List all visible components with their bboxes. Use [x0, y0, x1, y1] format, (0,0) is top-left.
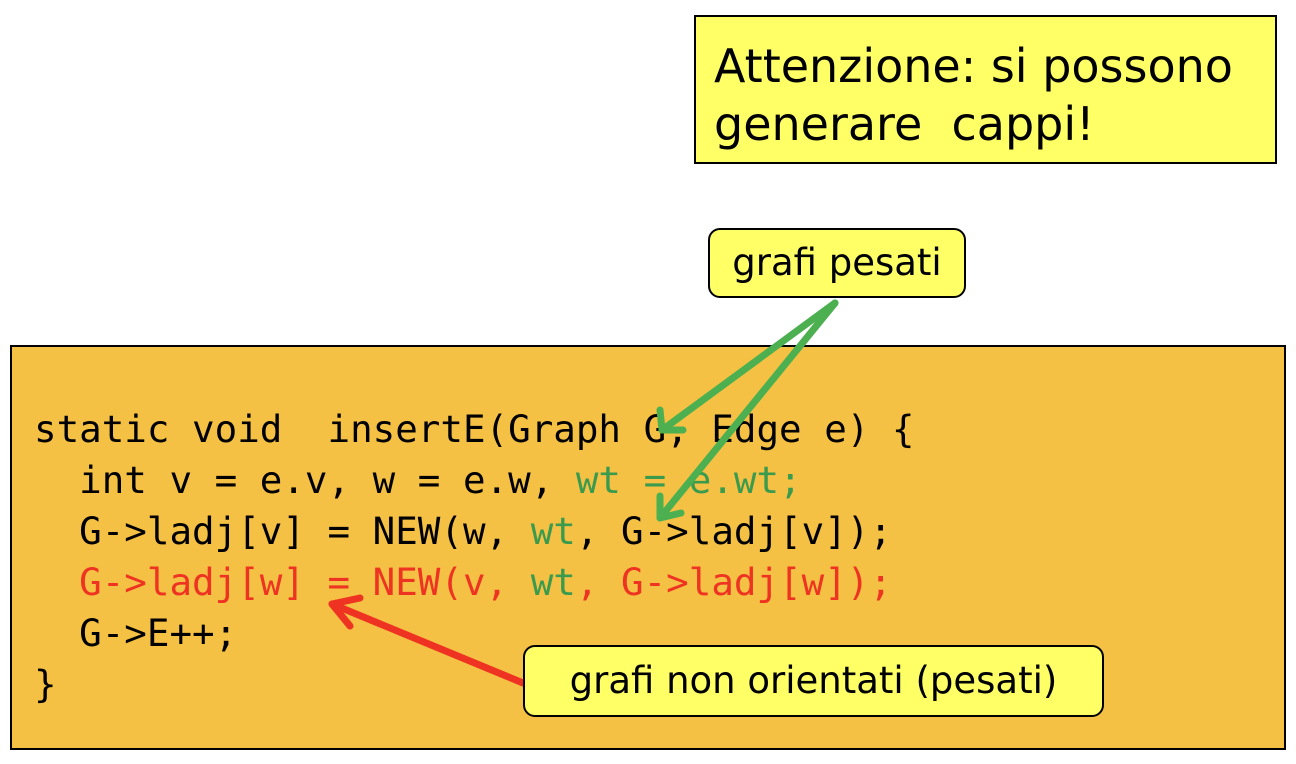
weighted-code-token: wt	[530, 509, 576, 553]
weighted-code-token: wt = e.wt;	[575, 458, 802, 502]
code-line-3-text-a: G->ladj[v] = NEW(w,	[34, 509, 531, 553]
code-line-2: int v = e.v, w = e.w, wt = e.wt;	[34, 455, 802, 505]
code-line-6: }	[34, 662, 57, 706]
code-line-4: G->ladj[w] = NEW(v, wt, G->ladj[w]);	[34, 557, 892, 607]
code-line-1: static void insertE(Graph G, Edge e) {	[34, 407, 915, 451]
green-arrow-1-shaft	[658, 299, 839, 434]
code-line-2-text: int v = e.v, w = e.w,	[34, 458, 576, 502]
weighted-graphs-callout: grafi pesati	[708, 228, 966, 298]
code-line-4-text-a: G->ladj[w] = NEW(v,	[34, 560, 531, 604]
green-arrow-2-head	[656, 492, 685, 522]
red-arrow-head	[328, 594, 364, 630]
code-line-4-text-c: , G->ladj[w]);	[575, 560, 892, 604]
note-line-1: Attenzione: si possono	[714, 39, 1233, 93]
note-line-2: generare cappi!	[714, 97, 1095, 151]
weighted-code-token: wt	[530, 560, 576, 604]
green-arrow-2-shaft	[656, 299, 839, 522]
undirected-graphs-callout: grafi non orientati (pesati)	[523, 645, 1104, 717]
red-arrow-shaft	[328, 600, 527, 687]
warning-note: Attenzione: si possono generare cappi!	[694, 15, 1277, 164]
code-line-5: G->E++;	[34, 611, 238, 655]
green-arrow-1-head	[656, 406, 687, 434]
